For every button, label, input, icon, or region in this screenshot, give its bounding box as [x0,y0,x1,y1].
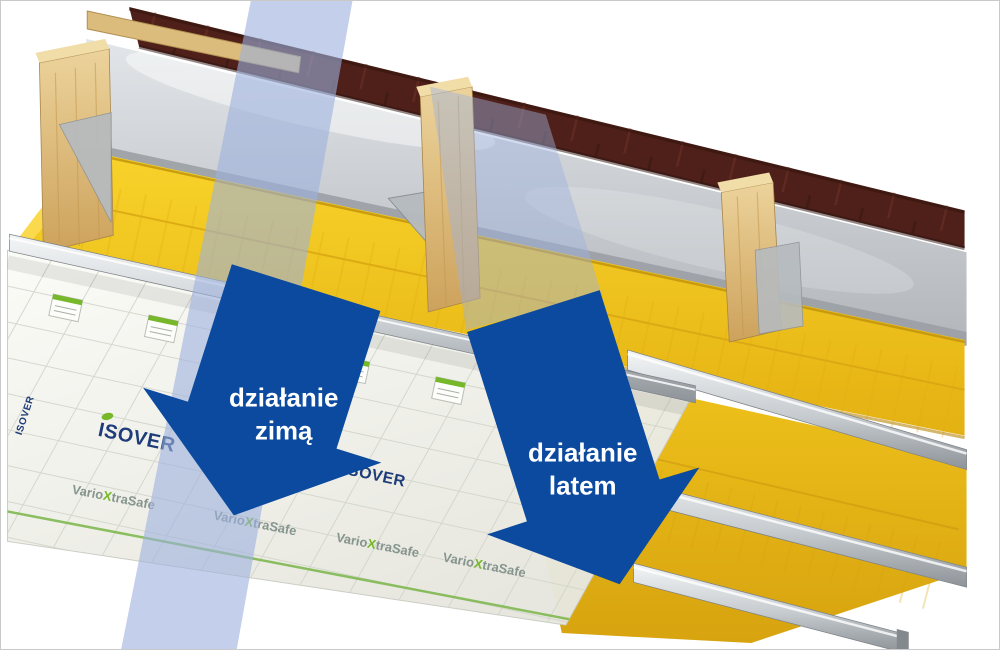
rafter-left-top [35,38,110,63]
sheathing-highlight-right [524,186,914,294]
summer-arrow-shape [467,290,700,585]
winter-arrow-shape [143,264,382,516]
metal-hanger-right [754,241,804,335]
rafter-right-top [717,172,774,193]
metal-bracket-left [58,112,112,223]
winter-arrow-label-line2: zimą [255,418,313,446]
logo-leaf-icon [101,412,114,421]
rafter-middle [387,76,481,313]
metal-rail-3 [633,562,909,649]
rafter-middle-top [416,76,473,97]
winter-arrow-label-line1: działanie [229,385,338,413]
rafter-left [35,38,114,253]
rail-end-cap [896,629,909,649]
membrane-brand-print: VarioXtraSafe [335,530,421,561]
summer-arrow: działanie latem [467,290,700,585]
insulation-seam [50,196,965,391]
winter-arrow: działanie zimą [143,264,382,516]
rafter-right [717,172,804,343]
summer-arrow-label-line2: latem [549,472,617,500]
rafter-middle-grain [437,95,465,307]
light-beam-summer [430,86,602,330]
metal-rail-1 [627,349,967,471]
summer-arrow-label-line1: działanie [528,440,637,468]
rafter-middle-body [419,86,481,313]
membrane-green-stripe [7,510,600,626]
